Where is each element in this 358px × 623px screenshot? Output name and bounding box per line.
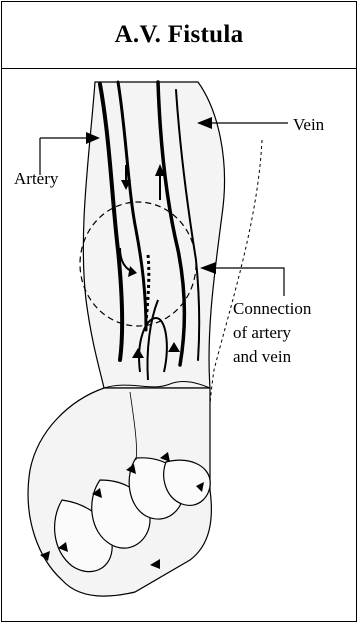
connection-label-line1: Connection: [233, 298, 311, 319]
vein-pointer: [197, 117, 288, 129]
connection-label-line3: and vein: [233, 346, 291, 367]
artery-label: Artery: [14, 168, 58, 189]
connection-label-line2: of artery: [233, 322, 291, 343]
vein-label: Vein: [293, 114, 324, 135]
